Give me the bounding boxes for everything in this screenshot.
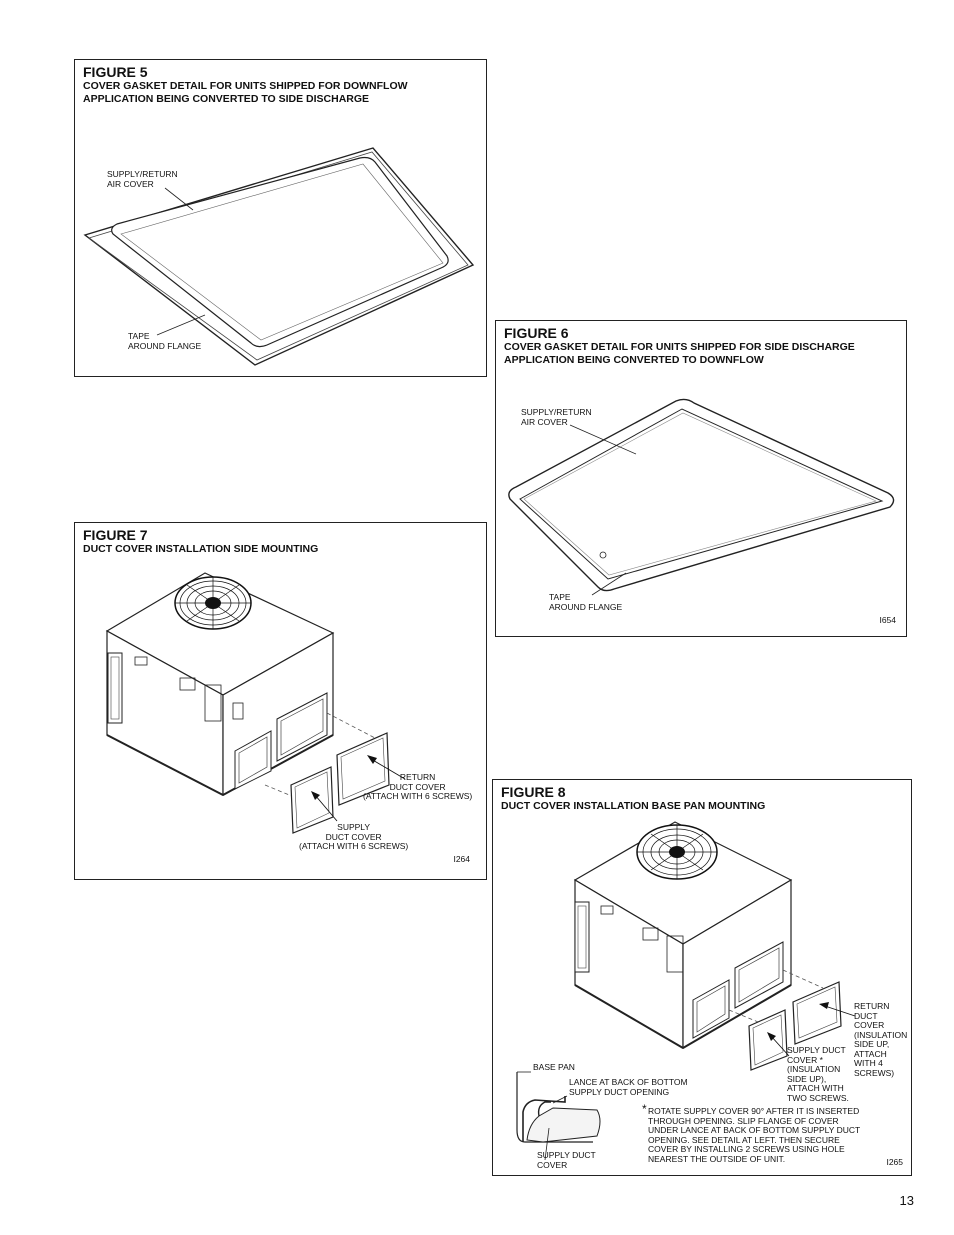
figure-8-subtitle: DUCT COVER INSTALLATION BASE PAN MOUNTIN…	[501, 800, 766, 812]
figure-8-label-lance: LANCE AT BACK OF BOTTOM SUPPLY DUCT OPEN…	[569, 1077, 688, 1097]
figure-6-title: FIGURE 6	[504, 325, 569, 341]
figure-6-label-cover: SUPPLY/RETURN AIR COVER	[521, 407, 592, 427]
figure-6-drawing	[508, 398, 895, 596]
figure-6-label-tape: TAPE AROUND FLANGE	[549, 592, 623, 612]
figure-5-title: FIGURE 5	[83, 64, 148, 80]
figure-6: FIGURE 6 COVER GASKET DETAIL FOR UNITS S…	[495, 320, 907, 637]
figure-5-label-cover: SUPPLY/RETURN AIR COVER	[107, 169, 178, 189]
figure-6-subtitle-2: APPLICATION BEING CONVERTED TO DOWNFLOW	[504, 354, 764, 366]
figure-8-note-star: *	[642, 1102, 647, 1116]
figure-7-title: FIGURE 7	[83, 527, 148, 543]
figure-6-code: I654	[879, 615, 896, 625]
page-number: 13	[899, 1193, 914, 1208]
figure-8-label-supply-cover: SUPPLY DUCT COVER	[537, 1150, 596, 1170]
figure-8-drawing	[516, 821, 856, 1161]
figure-8-code: I265	[886, 1157, 903, 1167]
figure-5-label-tape: TAPE AROUND FLANGE	[128, 331, 202, 351]
figure-7-code: I264	[453, 854, 470, 864]
figure-8-label-supply: SUPPLY DUCT COVER * (INSULATION SIDE UP)…	[787, 1045, 849, 1103]
figure-6-subtitle-1: COVER GASKET DETAIL FOR UNITS SHIPPED FO…	[504, 341, 855, 353]
figure-7: FIGURE 7 DUCT COVER INSTALLATION SIDE MO…	[74, 522, 487, 880]
figure-8-label-base-pan: BASE PAN	[533, 1062, 575, 1072]
figure-7-subtitle: DUCT COVER INSTALLATION SIDE MOUNTING	[83, 543, 319, 555]
figure-7-drawing	[105, 572, 406, 834]
figure-8: FIGURE 8 DUCT COVER INSTALLATION BASE PA…	[492, 779, 912, 1176]
figure-5-subtitle-2: APPLICATION BEING CONVERTED TO SIDE DISC…	[83, 93, 370, 105]
figure-5-drawing	[83, 147, 475, 366]
figure-5-subtitle-1: COVER GASKET DETAIL FOR UNITS SHIPPED FO…	[83, 80, 408, 92]
figure-8-title: FIGURE 8	[501, 784, 566, 800]
figure-7-label-return: RETURN DUCT COVER (ATTACH WITH 6 SCREWS)	[363, 772, 473, 801]
figure-5: FIGURE 5 COVER GASKET DETAIL FOR UNITS S…	[74, 59, 487, 377]
figure-8-note: ROTATE SUPPLY COVER 90° AFTER IT IS INSE…	[648, 1106, 861, 1164]
figure-8-label-return: RETURN DUCT COVER (INSULATION SIDE UP, A…	[854, 1001, 908, 1078]
figure-7-label-supply: SUPPLY DUCT COVER (ATTACH WITH 6 SCREWS)	[299, 822, 409, 851]
